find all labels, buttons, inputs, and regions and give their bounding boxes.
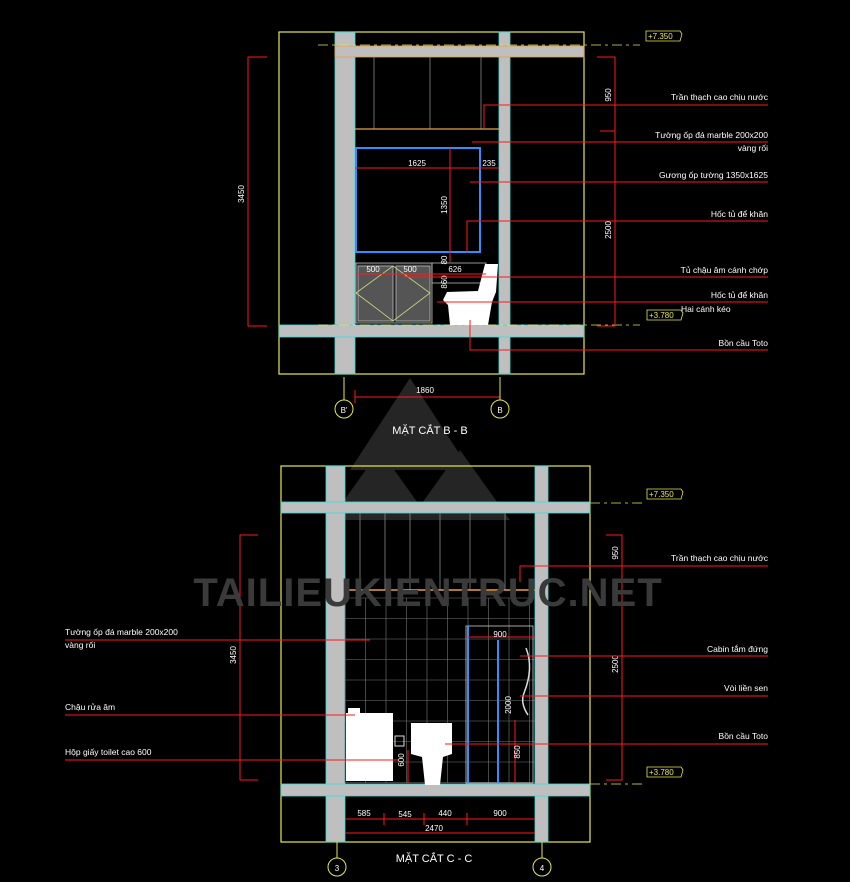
label-toilet: Bồn cầu Toto [719, 338, 769, 348]
top-beam [280, 501, 591, 514]
right-column [498, 31, 511, 375]
dim-wall: 2500 [604, 221, 613, 239]
dim-900: 900 [493, 809, 507, 818]
mirror [355, 147, 481, 253]
vanity-cabinet [355, 262, 487, 324]
label-shower: Vòi liền sen [724, 683, 768, 693]
dim-wall: 2500 [611, 655, 620, 673]
label-marble-2: vàng rối [738, 143, 768, 153]
shower-cabin [465, 625, 534, 784]
elevation-bottom: +3.780 [646, 309, 684, 321]
grid-label-3: 3 [335, 864, 340, 873]
dim-545: 545 [398, 810, 412, 819]
frame [278, 31, 585, 375]
dim-height: 3450 [237, 185, 246, 203]
dim-440: 440 [438, 809, 452, 818]
floor-slab [278, 324, 585, 338]
top-beam [334, 45, 585, 58]
label-paper-box: Hộp giấy toilet cao 600 [65, 747, 152, 757]
dim-side: 235 [482, 159, 496, 168]
label-vanity: Tủ chậu âm cánh chớp [681, 265, 769, 275]
grid-bubble-4 [532, 857, 552, 877]
dim-ceiling: 950 [604, 88, 613, 102]
toilet-paper-box [394, 735, 405, 747]
dim-80: 80 [440, 255, 449, 264]
dim-cabin-h: 2000 [504, 696, 513, 714]
toilet [443, 264, 498, 325]
label-marble: Tường ốp đá marble 200x200 [655, 130, 768, 140]
grid-label-b-prime: B' [341, 406, 348, 415]
label-towel-niche-2: Hốc tủ để khăn [711, 290, 768, 300]
label-sink: Chậu rửa âm [65, 702, 115, 712]
dim-860: 860 [440, 275, 449, 289]
shower-hose [521, 647, 531, 716]
elevation-top: +7.350 [645, 30, 683, 42]
grid-bubble-3 [327, 857, 347, 877]
dim-2470: 2470 [425, 824, 443, 833]
section-cc: 3450 950 2500 900 2000 850 600 585 545 4… [65, 465, 769, 877]
elev-top-text: +7.350 [648, 32, 673, 41]
watermark-logo [330, 378, 510, 520]
label-marble-2: vàng rối [65, 640, 95, 650]
elev-bottom-text: +3.780 [649, 768, 674, 777]
dim-500a: 500 [366, 265, 380, 274]
dim-500b: 500 [403, 265, 417, 274]
grid-bubble-b [490, 399, 510, 419]
section-bb: 3450 950 2500 1860 1625 235 1350 500 500… [237, 30, 769, 437]
label-marble: Tường ốp đá marble 200x200 [65, 627, 178, 637]
label-cabin: Cabin tắm đứng [707, 644, 768, 654]
left-column [334, 31, 356, 375]
label-ceiling: Trần thạch cao chịu nước [671, 553, 769, 563]
grid-label-4: 4 [540, 864, 545, 873]
toilet [411, 723, 452, 785]
floor-slab [280, 783, 591, 797]
watermark-text: TAILIEUKIENTRUC.NET [193, 571, 662, 615]
grid-bubble-b-prime [334, 399, 354, 419]
dim-585: 585 [357, 809, 371, 818]
dim-cabin-w: 900 [493, 630, 507, 639]
frame [280, 465, 591, 843]
elev-top-text: +7.350 [649, 490, 674, 499]
dim-600: 600 [397, 753, 406, 767]
label-towel-niche: Hốc tủ để khăn [711, 209, 768, 219]
grid-label-b: B [497, 406, 502, 415]
dim-850: 850 [513, 745, 522, 759]
dim-ceiling: 950 [611, 546, 620, 560]
label-mirror: Gương ốp tường 1350x1625 [659, 170, 768, 180]
dim-height: 3450 [229, 646, 238, 664]
dim-626: 626 [448, 265, 462, 274]
label-two-doors: Hai cánh kéo [681, 304, 731, 314]
sink-cabinet [346, 713, 393, 781]
dim-mirror-h: 1350 [440, 196, 449, 214]
label-ceiling: Trần thạch cao chịu nước [671, 92, 769, 102]
elevation-bottom: +3.780 [646, 766, 684, 778]
elev-bottom-text: +3.780 [649, 311, 674, 320]
section-cc-title: MẶT CẮT C - C [396, 852, 473, 865]
section-bb-title: MẶT CẮT B - B [392, 424, 467, 437]
label-toilet: Bồn cầu Toto [719, 731, 769, 741]
elevation-top: +7.350 [646, 488, 684, 500]
dim-mirror-w: 1625 [408, 159, 426, 168]
dim-width: 1860 [416, 386, 434, 395]
